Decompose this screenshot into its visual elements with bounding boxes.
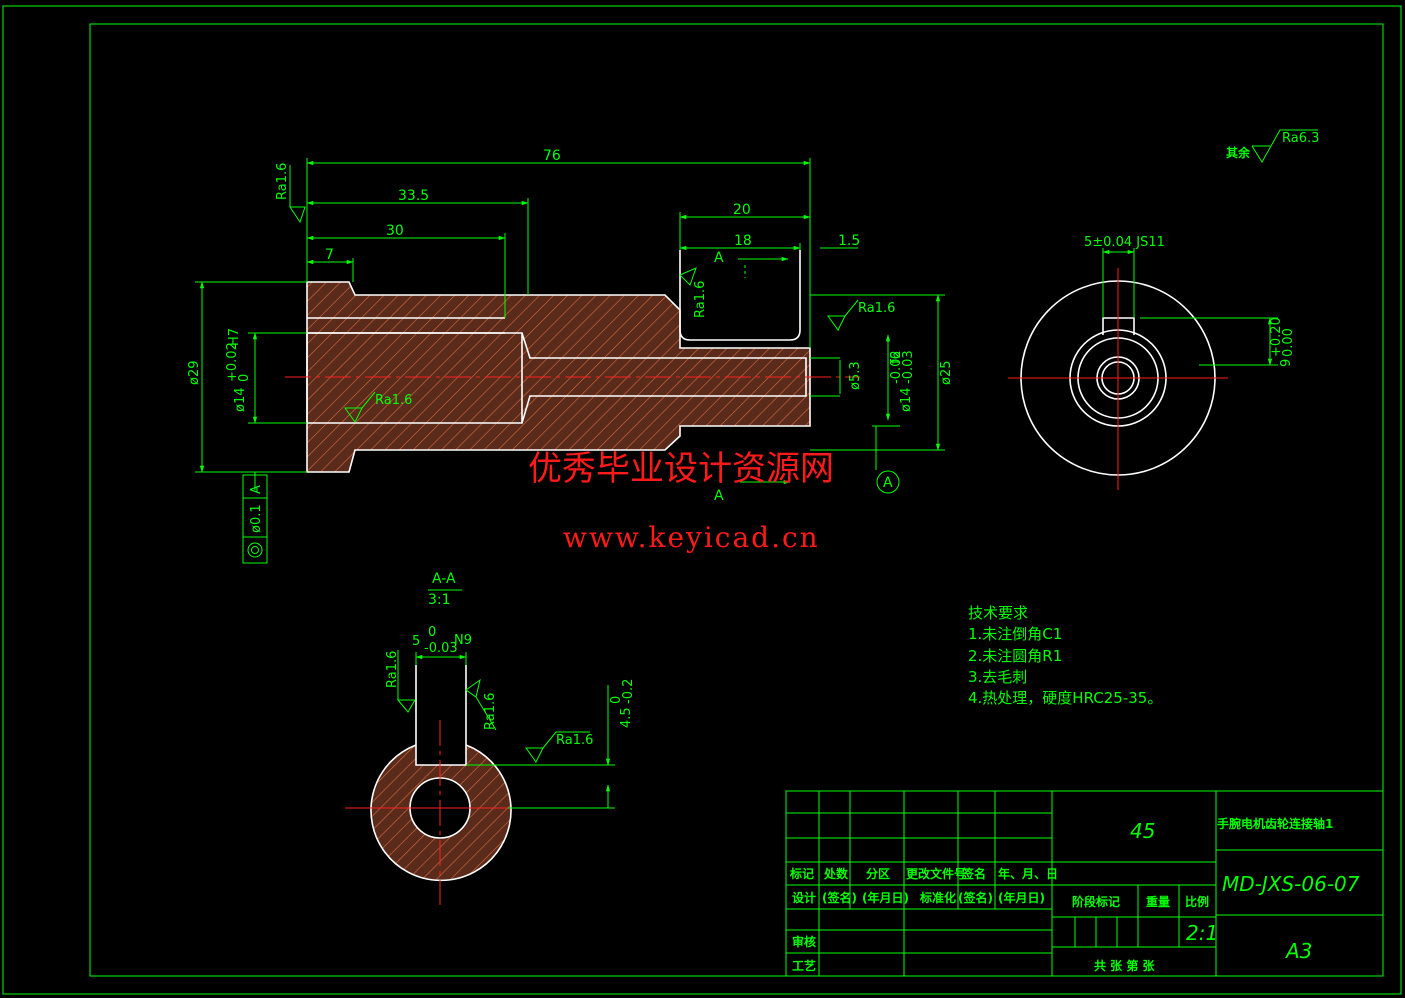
svg-text:H7: H7 xyxy=(227,328,242,346)
svg-text:重量: 重量 xyxy=(1146,894,1170,909)
keyway-pocket xyxy=(680,250,800,348)
dim-dia-25: ø25 xyxy=(939,361,954,386)
tech-requirements: 技术要求 1.未注倒角C1 2.未注圆角R1 3.去毛刺 4.热处理，硬度HRC… xyxy=(968,604,1162,707)
svg-text:(签名): (签名) xyxy=(822,890,857,905)
dim-18: 18 xyxy=(734,233,752,249)
ra-label-1: Ra1.6 xyxy=(275,163,290,200)
svg-text:3.去毛刺: 3.去毛刺 xyxy=(968,668,1027,686)
dim-33-5: 33.5 xyxy=(398,188,429,204)
dim-dia-14-h7: ø14 +0.02 0 H7 xyxy=(225,328,252,412)
section-marker-bottom: A xyxy=(714,488,724,504)
ra-label-2: Ra1.6 xyxy=(375,393,412,408)
shaft-outline xyxy=(306,281,811,473)
bore xyxy=(306,332,807,424)
watermark-title: 优秀毕业设计资源网 xyxy=(528,449,834,489)
svg-text:签名: 签名 xyxy=(961,866,986,881)
dim-dia-14-f6: ø14 -0.02 -0.03 f6 xyxy=(889,350,916,412)
svg-text:f6: f6 xyxy=(889,351,904,364)
svg-text:Ra1.6: Ra1.6 xyxy=(556,733,593,748)
svg-text:N9: N9 xyxy=(454,633,472,648)
svg-text:审核: 审核 xyxy=(792,934,816,949)
ra-label-3: Ra1.6 xyxy=(858,301,895,316)
drawing-number: MD-JXS-06-07 xyxy=(1222,872,1360,896)
svg-text:Ra1.6: Ra1.6 xyxy=(483,693,498,730)
end-keyway-width: 5±0.04 JS11 xyxy=(1084,235,1165,250)
dim-dia-29: ø29 xyxy=(187,361,202,386)
dim-20: 20 xyxy=(733,202,751,218)
section-ring-hatch xyxy=(371,745,511,881)
section-scale: 3:1 xyxy=(428,592,451,608)
section-depth: 4.5 0 -0.2 xyxy=(609,679,636,728)
dim-1-5: 1.5 xyxy=(838,233,860,249)
svg-text:分区: 分区 xyxy=(866,866,890,881)
svg-text:(年月日): (年月日) xyxy=(998,890,1045,905)
dim-30: 30 xyxy=(386,223,404,239)
svg-text:阶段标记: 阶段标记 xyxy=(1072,894,1120,909)
ra-label-4: Ra1.6 xyxy=(693,281,708,318)
svg-text:ø0.1: ø0.1 xyxy=(249,504,264,533)
section-view: A-A 3:1 5 0 -0.03 N9 xyxy=(345,571,636,905)
material: 45 xyxy=(1130,819,1155,843)
main-view: 76 33.5 30 7 20 18 1.5 ø29 ø14 +0.02 0 H… xyxy=(187,148,954,564)
svg-text:+0.20: +0.20 xyxy=(1269,317,1284,357)
roughness-mark-3 xyxy=(827,299,859,331)
svg-text:4.热处理，硬度HRC25-35。: 4.热处理，硬度HRC25-35。 xyxy=(968,689,1162,707)
svg-text:其余: 其余 xyxy=(1226,145,1251,160)
section-key-width: 5 0 -0.03 N9 xyxy=(412,625,472,656)
roughness-mark-4 xyxy=(679,267,697,286)
svg-text:A: A xyxy=(249,485,264,494)
part-name: 手腕电机齿轮连接轴1 xyxy=(1217,816,1333,831)
svg-text:9: 9 xyxy=(1279,359,1294,367)
svg-text:0: 0 xyxy=(609,696,624,704)
svg-text:4.5: 4.5 xyxy=(619,707,634,728)
dim-dia-5-3: ø5.3 xyxy=(848,361,863,390)
svg-text:ø14: ø14 xyxy=(899,388,914,413)
end-keyway-depth: 9 +0.20 0.00 xyxy=(1269,317,1296,367)
svg-text:2.未注圆角R1: 2.未注圆角R1 xyxy=(968,647,1062,665)
datum-a: A xyxy=(883,475,893,491)
title-block: 标记 处数 分区 更改文件号 签名 年、月、日 设计 (签名) (年月日) 标准… xyxy=(785,790,1384,977)
outer-border xyxy=(2,5,1402,995)
roughness-mark-1 xyxy=(289,165,306,224)
svg-text:更改文件号: 更改文件号 xyxy=(906,866,966,881)
svg-text:标记: 标记 xyxy=(789,866,814,881)
svg-text:-0.2: -0.2 xyxy=(621,679,636,704)
svg-text:标准化: 标准化 xyxy=(919,890,956,905)
roughness-mark-2 xyxy=(344,391,376,423)
svg-text:5: 5 xyxy=(412,634,420,649)
dim-76: 76 xyxy=(543,148,561,164)
svg-text:1.未注倒角C1: 1.未注倒角C1 xyxy=(968,625,1062,643)
dim-7: 7 xyxy=(325,247,334,263)
svg-text:(年月日): (年月日) xyxy=(862,890,909,905)
rest-roughness: 其余 Ra6.3 xyxy=(1226,129,1319,163)
section-title: A-A xyxy=(432,571,456,587)
svg-text:共 张 第 张: 共 张 第 张 xyxy=(1094,958,1156,973)
inner-border xyxy=(89,23,1384,977)
svg-text:工艺: 工艺 xyxy=(792,958,816,973)
svg-text:-0.03: -0.03 xyxy=(424,641,458,656)
svg-text:-0.03: -0.03 xyxy=(901,350,916,384)
svg-text:年、月、日: 年、月、日 xyxy=(998,866,1058,881)
svg-text:设计: 设计 xyxy=(792,890,816,905)
svg-text:Ra1.6: Ra1.6 xyxy=(385,651,400,688)
svg-text:+0.02: +0.02 xyxy=(225,342,240,382)
tech-title: 技术要求 xyxy=(968,604,1028,622)
svg-text:-0.02: -0.02 xyxy=(889,350,904,384)
watermark-url: www.keyicad.cn xyxy=(563,521,820,554)
svg-text:0: 0 xyxy=(428,625,436,640)
end-view: 5±0.04 JS11 9 +0.20 0.00 xyxy=(1008,235,1296,490)
svg-text:ø14: ø14 xyxy=(233,388,248,413)
sheet-size: A3 xyxy=(1284,939,1312,963)
runout-frame: A ø0.1 xyxy=(242,474,268,564)
svg-text:Ra6.3: Ra6.3 xyxy=(1282,131,1319,146)
svg-text:0.00: 0.00 xyxy=(1281,328,1296,357)
svg-text:处数: 处数 xyxy=(823,866,849,881)
svg-text:(签名): (签名) xyxy=(958,890,993,905)
svg-text:0: 0 xyxy=(237,374,252,382)
svg-text:比例: 比例 xyxy=(1185,894,1209,909)
scale-value: 2:1 xyxy=(1186,921,1218,945)
section-marker-top: A xyxy=(714,250,724,266)
